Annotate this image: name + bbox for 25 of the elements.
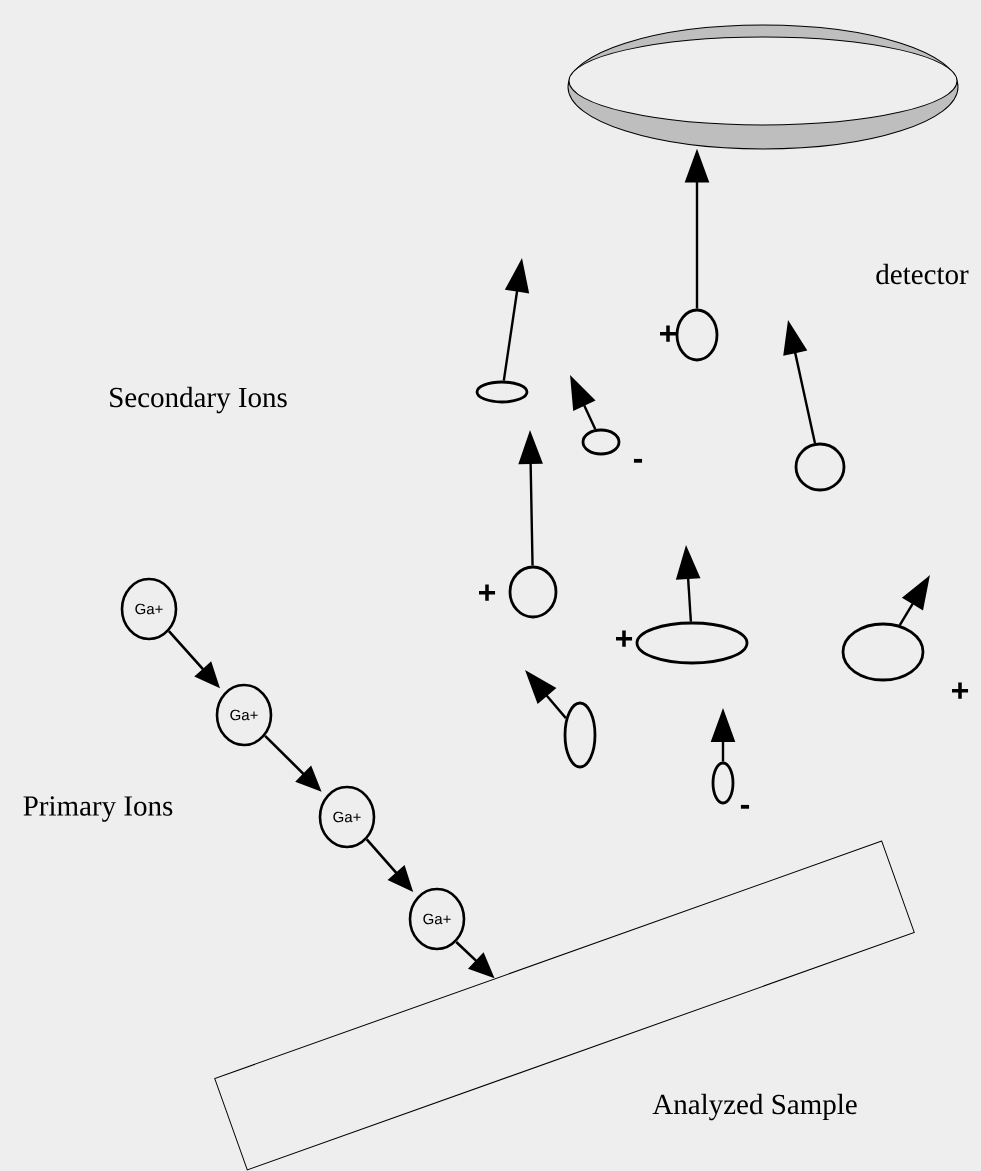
ion-ellipse (635, 621, 749, 665)
charge-sign: - (633, 458, 643, 463)
ion-ellipse (475, 380, 529, 404)
primary-ion: Ga+ (318, 785, 376, 849)
ion-ellipse (581, 428, 621, 456)
label: Analyzed Sample (652, 1093, 857, 1121)
sample-slab (214, 840, 915, 1171)
detector-disc (567, 24, 959, 150)
label: Secondary Ions (110, 386, 287, 414)
primary-ion: Ga+ (120, 577, 178, 641)
ion-ellipse (563, 701, 597, 769)
ion-ellipse (841, 622, 925, 682)
charge-sign: + (479, 584, 496, 601)
charge-sign: + (952, 682, 969, 699)
label: Primary Ions (23, 796, 173, 822)
label: detector (876, 263, 969, 285)
ion-ellipse (711, 761, 735, 805)
primary-ion: Ga+ (408, 887, 466, 951)
ion-circle (675, 308, 719, 362)
ion-circle (508, 565, 558, 619)
primary-ion: Ga+ (215, 683, 273, 747)
ion-circle (794, 442, 846, 492)
charge-sign: - (740, 804, 750, 809)
charge-sign: + (616, 630, 633, 647)
charge-sign: + (660, 325, 677, 342)
